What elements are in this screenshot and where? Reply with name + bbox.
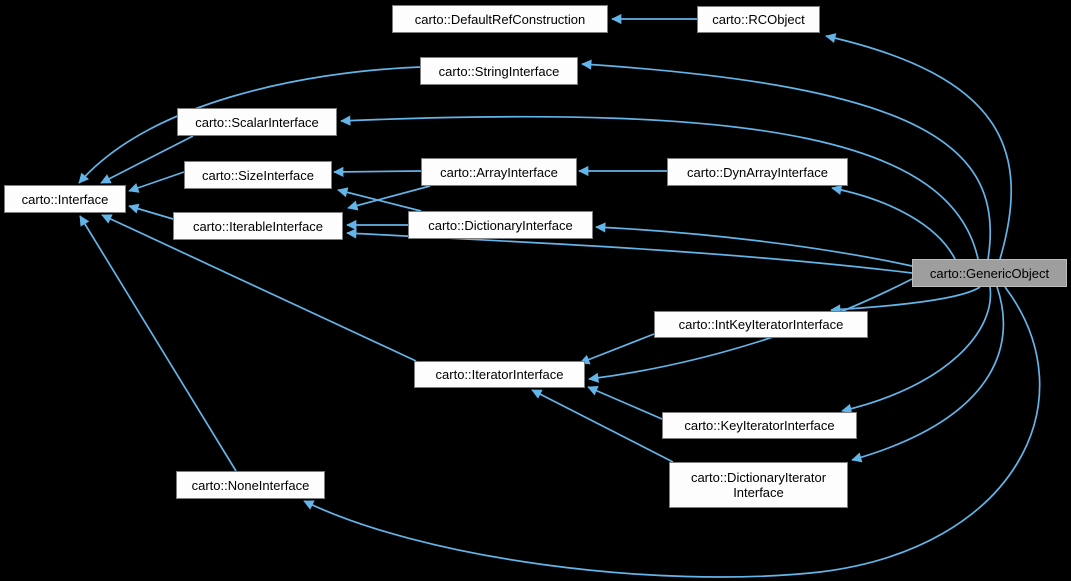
inheritance-edge-genericobject-to-stringinterface [581,59,992,260]
node-noneinterface[interactable]: carto::NoneInterface [176,471,325,499]
inheritance-edge-iterableinterface-to-interface [128,203,174,220]
node-label: carto::IntKeyIteratorInterface [678,317,844,332]
node-dynarrayinterface[interactable]: carto::DynArrayInterface [667,158,848,186]
node-dictionaryinterface[interactable]: carto::DictionaryInterface [408,211,593,239]
inheritance-edge-dictionaryinterface-to-sizeinterface [337,187,422,212]
node-rcobject[interactable]: carto::RCObject [697,6,820,33]
inheritance-edge-sizeinterface-to-interface [128,171,185,193]
node-dictionaryiteratorinterface[interactable]: carto::DictionaryIterator Interface [669,462,848,508]
node-label: carto::SizeInterface [202,167,314,183]
inheritance-edge-iteratorinterface-to-interface [101,214,417,362]
node-label: carto::DictionaryInterface [428,217,573,233]
node-label: carto::ScalarInterface [195,114,319,130]
node-genericobject[interactable]: carto::GenericObject [912,259,1067,287]
node-label: carto::IterableInterface [192,218,324,234]
node-iteratorinterface[interactable]: carto::IteratorInterface [414,361,585,388]
node-iterableinterface[interactable]: carto::IterableInterface [173,212,343,240]
node-keyiteratorinterface[interactable]: carto::KeyIteratorInterface [662,412,857,439]
inheritance-edge-dictionaryiteratorinterface-to-iteratorinterface [531,389,674,463]
inheritance-edge-genericobject-to-keyiteratorinterface [841,286,992,414]
inheritance-edge-genericobject-to-intkeyiteratorinterface [830,286,981,315]
inheritance-edge-arrayinterface-to-sizeinterface [333,166,422,177]
inheritance-edge-intkeyiteratorinterface-to-iteratorinterface [579,333,655,365]
node-defaultrefconstruction[interactable]: carto::DefaultRefConstruction [392,5,608,33]
node-interface[interactable]: carto::Interface [4,185,126,213]
inheritance-edge-genericobject-to-noneinterface [303,286,1041,578]
node-stringinterface[interactable]: carto::StringInterface [420,57,578,85]
node-sizeinterface[interactable]: carto::SizeInterface [184,161,332,189]
inheritance-edge-genericobject-to-dictionaryinterface [595,222,913,267]
node-label: carto::DictionaryIterator Interface [690,470,827,500]
node-label: carto::RCObject [712,12,805,27]
inheritance-edge-genericobject-to-scalarinterface [340,115,979,260]
node-label: carto::Interface [21,191,109,207]
node-label: carto::KeyIteratorInterface [684,418,835,433]
inheritance-edge-noneinterface-to-interface [79,215,237,472]
inheritance-edge-genericobject-to-iterableinterface [346,228,913,274]
node-intkeyiteratorinterface[interactable]: carto::IntKeyIteratorInterface [654,311,868,338]
inheritance-edge-scalarinterface-to-interface [100,135,194,184]
node-label: carto::GenericObject [929,265,1050,281]
inheritance-edge-genericobject-to-dynarrayinterface [831,184,956,260]
inheritance-edge-arrayinterface-to-iterableinterface [347,185,431,211]
inheritance-edge-genericobject-to-rcobject [825,33,1012,260]
node-label: carto::DefaultRefConstruction [414,11,586,27]
node-arrayinterface[interactable]: carto::ArrayInterface [421,158,577,186]
node-scalarinterface[interactable]: carto::ScalarInterface [177,108,337,136]
node-label: carto::ArrayInterface [440,164,558,180]
node-label: carto::StringInterface [438,63,560,79]
inheritance-edge-stringinterface-to-interface [78,66,421,184]
node-label: carto::IteratorInterface [435,367,564,382]
inheritance-edge-keyiteratorinterface-to-iteratorinterface [587,386,663,420]
inheritance-edge-genericobject-to-iteratorinterface [588,278,913,383]
node-label: carto::DynArrayInterface [687,164,828,180]
inheritance-edge-genericobject-to-dictionaryiteratorinterface [851,286,1005,463]
node-label: carto::NoneInterface [191,477,310,493]
